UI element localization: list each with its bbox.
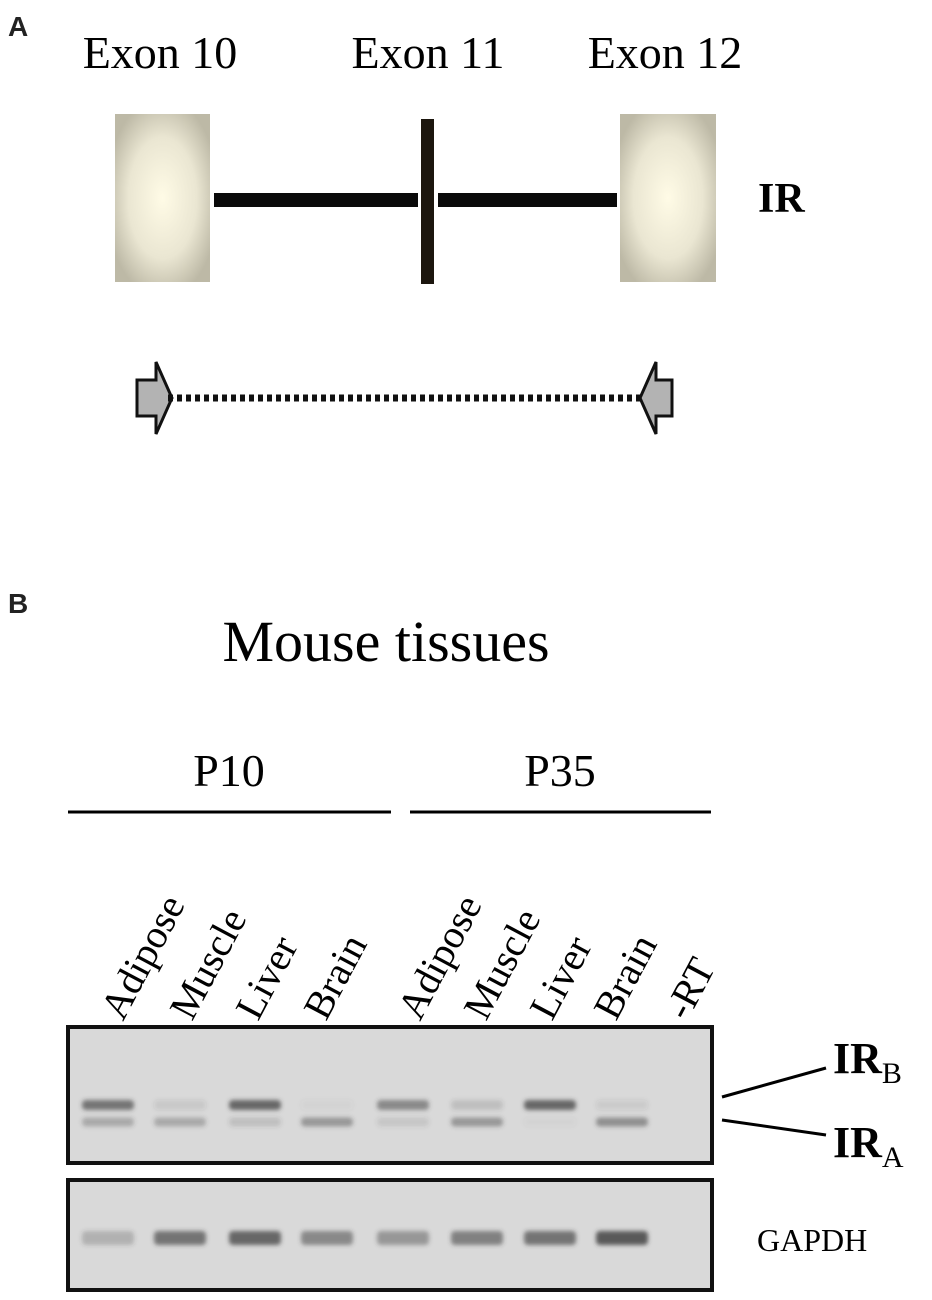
ir-b-main: IR <box>833 1034 883 1083</box>
gapdh-band <box>154 1231 206 1245</box>
gapdh-band <box>524 1231 576 1245</box>
exon-11-bar <box>421 119 434 284</box>
ir-b-band <box>229 1100 281 1110</box>
ir-gel-bands <box>82 1100 648 1127</box>
exon-10-label: Exon 10 <box>83 27 238 78</box>
ir-gel-frame <box>66 1025 714 1165</box>
gapdh-gel-bands <box>82 1231 648 1245</box>
gapdh-band <box>451 1231 503 1245</box>
gapdh-label: GAPDH <box>757 1222 867 1258</box>
forward-primer-arrow <box>135 361 174 435</box>
panel-b-title: Mouse tissues <box>222 609 549 674</box>
ir-b-band <box>524 1100 576 1110</box>
ir-a-pointer-line <box>721 1118 827 1137</box>
gapdh-band <box>596 1231 648 1245</box>
gapdh-band <box>229 1231 281 1245</box>
intron-line-left <box>214 193 418 207</box>
gapdh-band <box>377 1231 429 1245</box>
gene-label: IR <box>758 176 805 222</box>
ir-a-band <box>524 1117 576 1127</box>
gapdh-band <box>301 1231 353 1245</box>
lane-label: Brain <box>584 927 665 1027</box>
group-label-p10: P10 <box>193 745 265 796</box>
ir-a-sub: A <box>882 1141 904 1174</box>
exon-12-label: Exon 12 <box>588 27 743 78</box>
ir-b-sub: B <box>882 1057 902 1090</box>
ir-b-band <box>377 1100 429 1110</box>
ir-b-pointer-line <box>721 1066 827 1099</box>
reverse-primer-arrow <box>638 361 674 435</box>
ir-a-band <box>596 1117 648 1127</box>
ir-b-band <box>301 1100 353 1110</box>
ir-a-band <box>451 1117 503 1127</box>
ir-a-band <box>229 1117 281 1127</box>
ir-a-band <box>154 1117 206 1127</box>
lane-label: -RT <box>655 950 724 1026</box>
group-label-p35: P35 <box>524 745 596 796</box>
ir-a-main: IR <box>833 1118 883 1167</box>
exon-10-box <box>115 114 210 282</box>
exon-12-box <box>620 114 716 282</box>
ir-b-band <box>154 1100 206 1110</box>
panel-b-letter: B <box>8 588 28 619</box>
intron-line-right <box>438 193 617 207</box>
ir-a-band <box>377 1117 429 1127</box>
ir-a-band <box>82 1117 134 1127</box>
lane-labels: Adipose Muscle Liver Brain Adipose Muscl… <box>91 887 724 1026</box>
ir-a-band <box>301 1117 353 1127</box>
ir-b-label: IRB <box>833 1034 902 1090</box>
ir-b-band <box>82 1100 134 1110</box>
panel-a-letter: A <box>8 11 28 42</box>
exon-11-label: Exon 11 <box>352 27 505 78</box>
ir-b-band <box>596 1100 648 1110</box>
lane-label: Brain <box>294 927 375 1027</box>
gapdh-band <box>82 1231 134 1245</box>
ir-b-band <box>451 1100 503 1110</box>
ir-a-label: IRA <box>833 1118 904 1174</box>
